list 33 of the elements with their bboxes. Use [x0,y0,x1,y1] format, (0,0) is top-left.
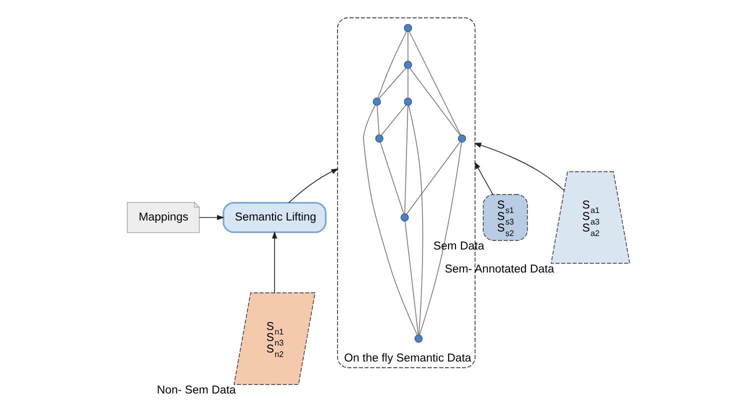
node-circle [403,98,412,106]
connector [406,142,460,215]
connector [362,104,418,336]
node-label: Sem Data [432,240,484,253]
connector [379,142,404,214]
node-circle [414,334,422,343]
node-label: Non- Sem Data [156,384,236,397]
node-circle [457,134,466,143]
connector [404,220,418,336]
connector [418,142,462,336]
node-circle [403,60,412,69]
arrow [474,162,493,195]
node-circle [403,24,412,32]
arrow [271,231,277,294]
connector [408,68,460,136]
connector [378,68,406,99]
node-box: Semantic Lifting [222,202,326,234]
node-circle [372,98,380,106]
connector [404,105,408,214]
connector [376,105,380,136]
connector [408,105,423,336]
connector [380,104,406,136]
node-circle [374,134,383,143]
node-box: S$_{s1}$ S$_{s3}$ S$_{s2}$ [482,194,528,241]
arrow [473,142,564,191]
node-circle [400,213,408,222]
connector [407,68,408,98]
connector [408,31,461,136]
connector [407,31,408,62]
connector [377,31,407,98]
arrow [198,214,224,220]
arrow [288,168,338,204]
node-label: Sem- Annotated Data [444,263,554,276]
